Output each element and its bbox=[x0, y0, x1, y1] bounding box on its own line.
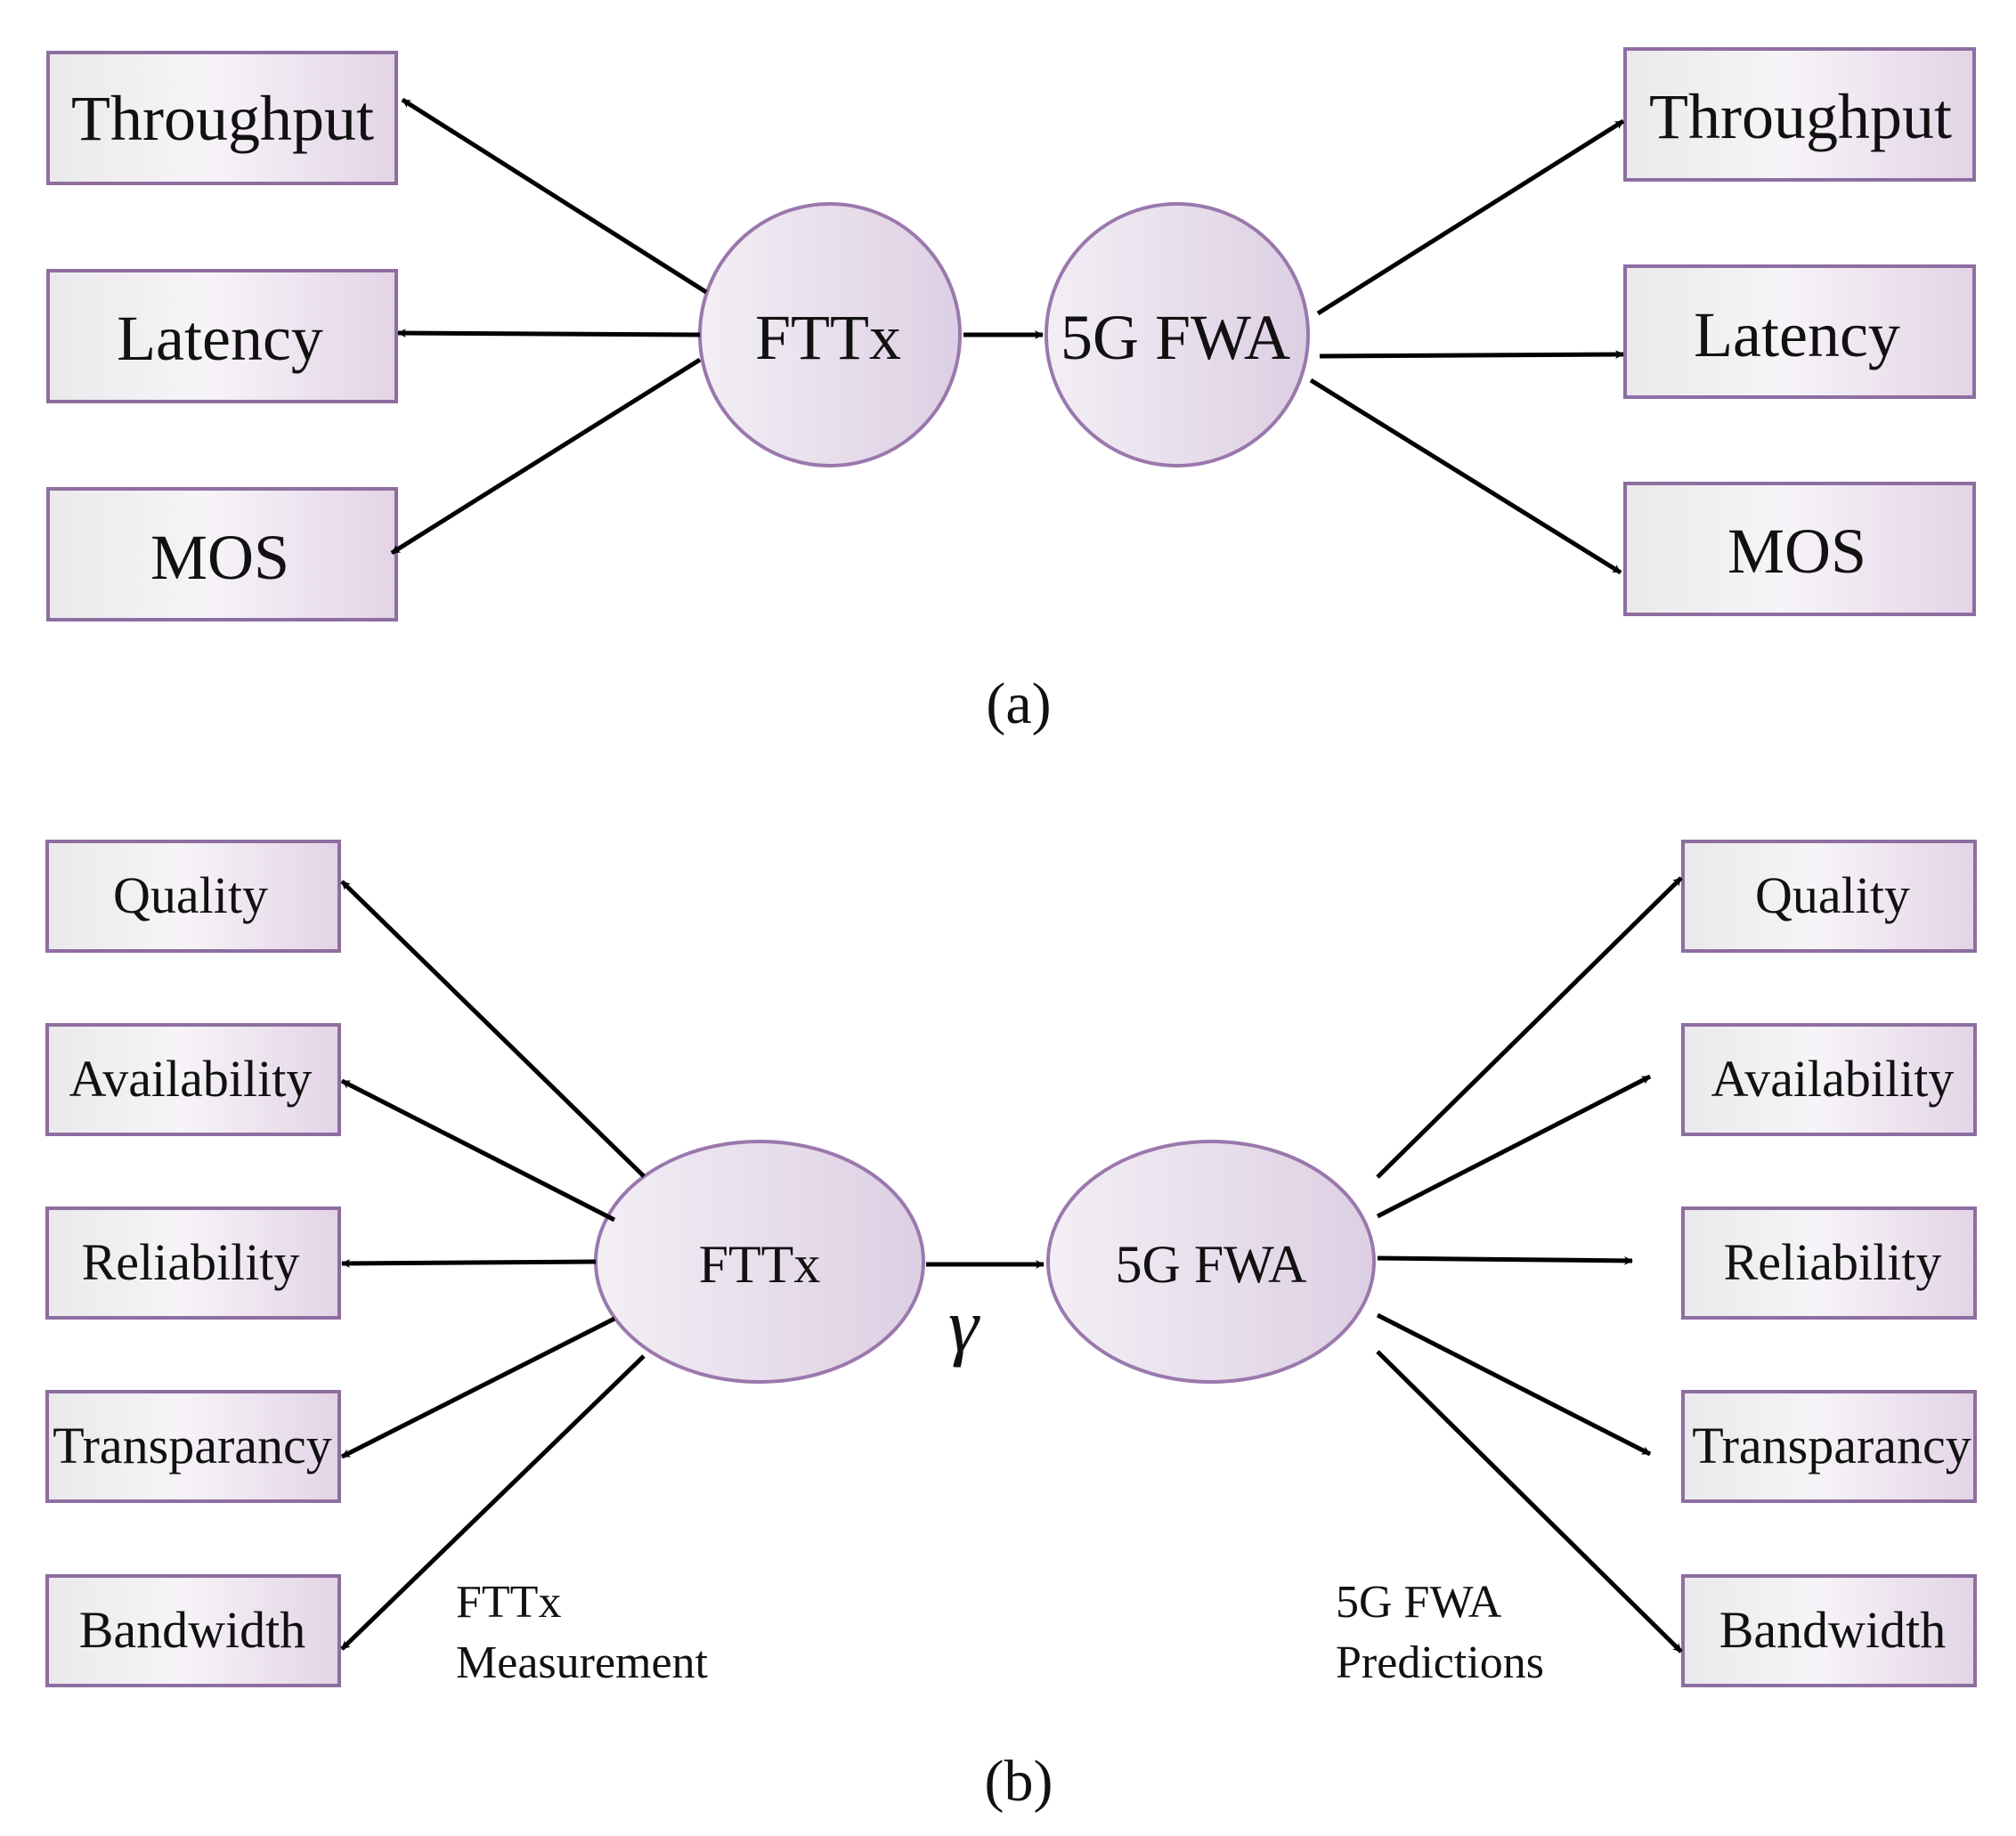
panel-b-arrow-5g-fwa-to-bandwidth bbox=[1376, 1350, 1683, 1653]
panel-a-arrow-5g-fwa-to-throughput bbox=[1316, 118, 1625, 316]
panel-b-arrow-5g-fwa-to-reliability bbox=[1377, 1255, 1633, 1265]
panel-a-node-5g-fwa: 5G FWA bbox=[1045, 202, 1310, 467]
panel-a-left-box-mos: MOS bbox=[46, 487, 398, 621]
panel-b-right-note-line-2: Predictions bbox=[1336, 1637, 1544, 1688]
panel-a-left-box-throughput: Throughput bbox=[46, 51, 398, 185]
panel-b-arrow-fttx-to-availability bbox=[340, 1078, 616, 1223]
panel-b-left-label-quality: Quality bbox=[113, 866, 268, 924]
panel-a-arrow-fttx-to-latency bbox=[397, 329, 701, 338]
panel-a-right-label-throughput: Throughput bbox=[1649, 81, 1952, 152]
panel-b-node-5g-fwa: 5G FWA bbox=[1046, 1140, 1376, 1384]
panel-b-arrow-5g-fwa-to-availability bbox=[1376, 1074, 1652, 1219]
panel-b-right-label-transparancy: Transparancy bbox=[1692, 1417, 1971, 1474]
panel-b-right-box-bandwidth: Bandwidth bbox=[1681, 1574, 1977, 1687]
panel-a-node-fttx: FTTx bbox=[698, 202, 962, 467]
panel-b-left-label-transparancy: Transparancy bbox=[53, 1417, 332, 1474]
panel-a-left-label-throughput: Throughput bbox=[71, 83, 374, 154]
panel-b-right-label-availability: Availability bbox=[1711, 1050, 1955, 1108]
panel-a-node-fttx-label: FTTx bbox=[755, 302, 901, 373]
panel-b-right-box-transparancy: Transparancy bbox=[1681, 1390, 1977, 1503]
panel-a-right-box-latency: Latency bbox=[1623, 264, 1976, 399]
panel-b-left-box-availability: Availability bbox=[45, 1023, 341, 1136]
panel-a-right-label-mos: MOS bbox=[1727, 516, 1866, 587]
panel-a-arrow-fttx-to-mos bbox=[390, 357, 702, 556]
panel-b-arrow-fttx-to-reliability bbox=[341, 1258, 597, 1268]
panel-a-caption: (a) bbox=[986, 671, 1051, 736]
panel-a-right-label-latency: Latency bbox=[1694, 299, 1900, 370]
panel-a-arrow-5g-fwa-to-mos bbox=[1309, 378, 1622, 575]
panel-b-left-box-transparancy: Transparancy bbox=[45, 1390, 341, 1503]
panel-a-right-box-mos: MOS bbox=[1623, 482, 1976, 616]
panel-b-node-5g-fwa-label: 5G FWA bbox=[1115, 1235, 1306, 1294]
panel-a: Throughput Latency MOS Throughput Latenc… bbox=[46, 47, 1976, 736]
panel-b-left-note-line-1: FTTx bbox=[456, 1577, 561, 1628]
panel-b-right-label-reliability: Reliability bbox=[1724, 1233, 1942, 1291]
panel-b: Quality Availability Reliability Transpa… bbox=[45, 840, 1977, 1814]
panel-b-right-note-line-1: 5G FWA bbox=[1336, 1577, 1502, 1628]
panel-b-caption: (b) bbox=[985, 1749, 1053, 1814]
panel-b-right-label-bandwidth: Bandwidth bbox=[1719, 1601, 1947, 1659]
panel-b-link-symbol-gamma: γ bbox=[948, 1282, 980, 1368]
panel-a-arrow-fttx-to-throughput bbox=[401, 97, 708, 295]
panel-b-right-label-quality: Quality bbox=[1755, 866, 1910, 924]
panel-b-arrow-fttx-to-bandwidth bbox=[340, 1354, 646, 1651]
panel-b-left-box-quality: Quality bbox=[45, 840, 341, 953]
panel-b-arrow-5g-fwa-to-transparancy bbox=[1376, 1312, 1652, 1457]
panel-b-right-box-reliability: Reliability bbox=[1681, 1206, 1977, 1320]
panel-a-left-label-mos: MOS bbox=[150, 522, 289, 593]
panel-b-left-box-bandwidth: Bandwidth bbox=[45, 1574, 341, 1687]
panel-b-left-label-availability: Availability bbox=[69, 1050, 313, 1108]
panel-a-arrow-5g-fwa-to-latency bbox=[1319, 350, 1624, 360]
panel-b-right-box-quality: Quality bbox=[1681, 840, 1977, 953]
panel-b-node-fttx-label: FTTx bbox=[699, 1235, 821, 1294]
panel-b-left-label-bandwidth: Bandwidth bbox=[79, 1601, 306, 1659]
panel-a-left-box-latency: Latency bbox=[46, 269, 398, 403]
panel-b-left-box-reliability: Reliability bbox=[45, 1206, 341, 1320]
panel-b-node-fttx: FTTx bbox=[594, 1140, 925, 1384]
panel-a-right-box-throughput: Throughput bbox=[1623, 47, 1976, 182]
panel-a-node-5g-fwa-label: 5G FWA bbox=[1061, 302, 1290, 373]
panel-b-left-note-line-2: Measurement bbox=[456, 1637, 709, 1688]
panel-b-right-box-availability: Availability bbox=[1681, 1023, 1977, 1136]
panel-b-arrow-fttx-to-quality bbox=[340, 880, 646, 1178]
panel-b-left-label-reliability: Reliability bbox=[82, 1233, 300, 1291]
panel-b-arrow-fttx-to-transparancy bbox=[340, 1316, 616, 1459]
panel-a-left-label-latency: Latency bbox=[117, 303, 323, 374]
panel-b-arrow-5g-fwa-to-quality bbox=[1376, 876, 1683, 1179]
